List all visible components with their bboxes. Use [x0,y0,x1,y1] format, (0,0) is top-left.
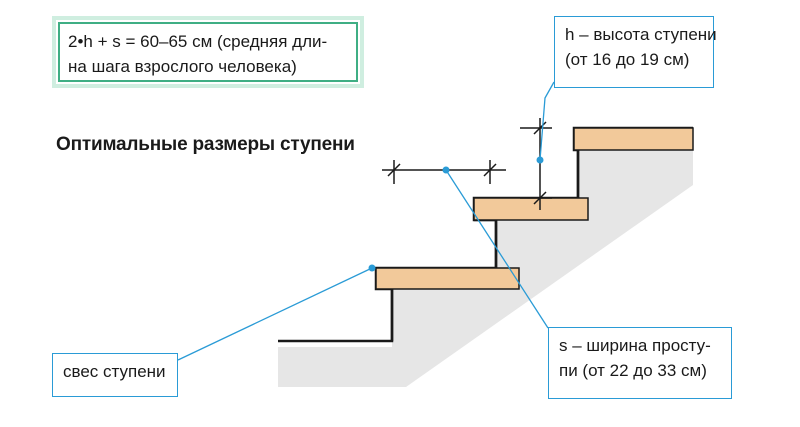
tread-width-label-line-1: s – ширина просту- [559,336,711,355]
formula-line-2: на шага взрослого человека) [68,57,297,76]
callout-dot-width [442,166,450,174]
tread-1 [375,267,520,290]
stair-body [278,143,693,387]
callout-dot-overhang [368,264,376,272]
tread-2 [473,197,589,221]
formula-box: 2•h + s = 60–65 см (средняя дли- на шага… [52,16,364,88]
riser-height-dimension [520,118,552,210]
riser-height-label-line-2: (от 16 до 19 см) [565,50,690,69]
tread-3 [573,127,694,151]
callout-leaders [177,81,555,361]
riser-height-label: h – высота ступени (от 16 до 19 см) [554,16,717,88]
overhang-label: свес ступени [52,353,178,397]
riser-height-label-line-1: h – высота ступени [565,25,717,44]
formula-text: 2•h + s = 60–65 см (средняя дли- на шага… [58,22,358,82]
tread-width-label-line-2: пи (от 22 до 33 см) [559,361,707,380]
formula-line-1: 2•h + s = 60–65 см (средняя дли- [68,32,328,51]
diagram-title: Оптимальные размеры ступени [56,134,355,155]
tread-width-label: s – ширина просту- пи (от 22 до 33 см) [548,327,732,399]
overhang-label-line-1: свес ступени [63,362,166,381]
callout-dot-height [536,156,544,164]
